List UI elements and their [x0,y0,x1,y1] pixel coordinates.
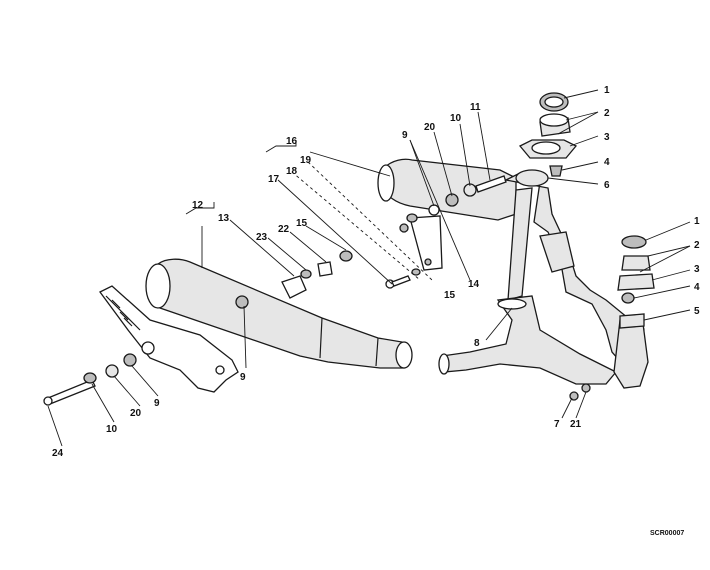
callout-1-top: 1 [604,85,610,96]
callout-1-right: 1 [694,216,700,227]
callout-23: 23 [256,232,268,243]
callout-22: 22 [278,224,290,235]
callout-9-left: 9 [154,398,160,409]
footpeg-bracket [99,285,239,393]
drawing-code: SCR00007 [650,530,684,537]
callout-19: 19 [300,155,312,166]
callout-4-right: 4 [694,282,700,293]
callout-4-top: 4 [604,157,610,168]
callout-16: 16 [286,136,298,147]
callout-8: 8 [474,338,480,349]
callout-24: 24 [52,448,64,459]
callout-9-mid: 9 [240,372,246,383]
left-mount-hardware [43,250,353,406]
callout-17: 17 [268,174,280,185]
callout-2-top: 2 [604,108,610,119]
leader-lines [47,89,691,447]
right-mount-hardware [385,175,507,289]
right-muffler [377,158,517,271]
callout-10-left: 10 [106,424,118,435]
callout-7: 7 [554,419,560,430]
callout-21: 21 [570,419,582,430]
callout-labels: 1 2 3 4 6 11 10 20 9 16 19 18 17 14 15 8… [52,85,700,459]
header-pipes [438,171,649,389]
callout-15-mid: 15 [444,290,456,301]
callout-3-top: 3 [604,132,610,143]
callout-2-right: 2 [694,240,700,251]
callout-13: 13 [218,213,230,224]
callout-12: 12 [192,200,204,211]
callout-18: 18 [286,166,298,177]
callout-14: 14 [468,279,480,290]
callout-3-right: 3 [694,264,700,275]
top-flange-stack [515,92,578,187]
callout-20-top: 20 [424,122,436,133]
callout-6: 6 [604,180,610,191]
callout-15-left: 15 [296,218,308,229]
callout-20-left: 20 [130,408,142,419]
callout-5: 5 [694,306,700,317]
callout-10-top: 10 [450,113,462,124]
right-flange-stack [617,235,655,329]
callout-11: 11 [470,102,481,113]
callout-9-top: 9 [402,130,408,141]
left-muffler [145,258,413,369]
